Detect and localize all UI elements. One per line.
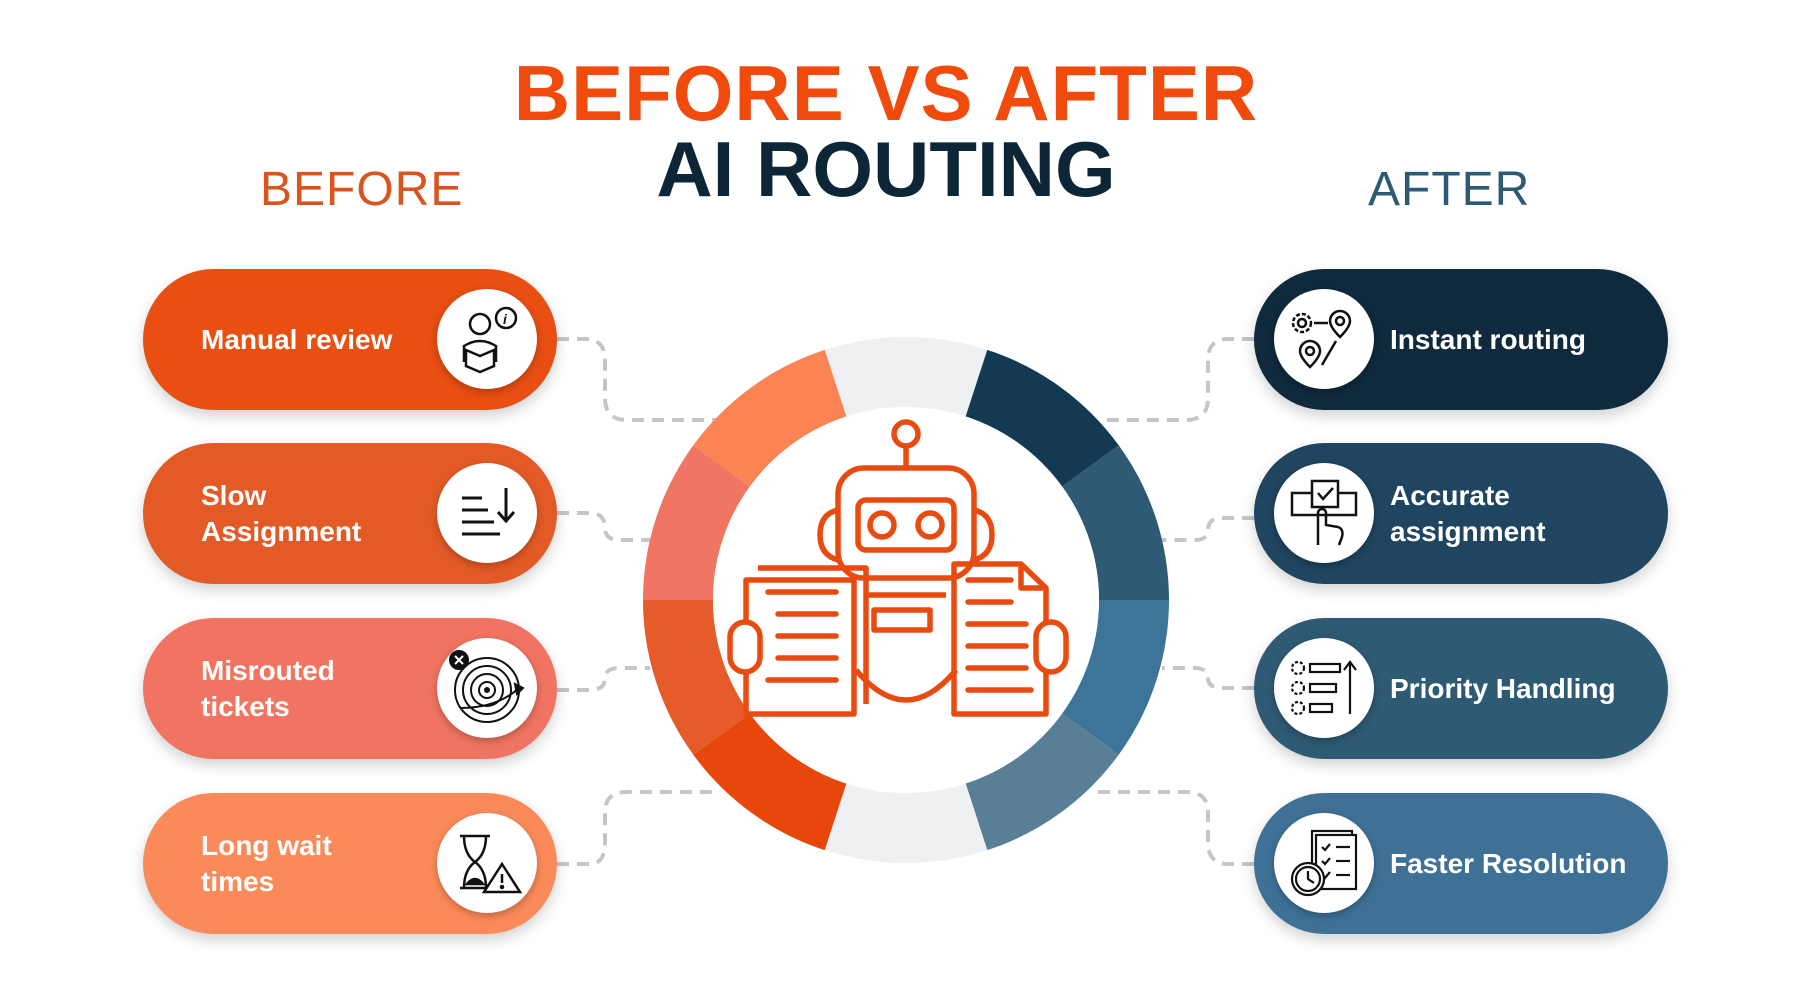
ring-segment [693,713,847,851]
after-heading: AFTER [1368,163,1531,216]
ring-segment [1062,600,1169,755]
clock-checklist-icon [1274,813,1374,913]
connector-line [557,666,650,692]
ring-segment [643,600,750,755]
before-item: Long wait times [143,793,557,934]
ring-segment [643,445,750,600]
hourglass-warning-icon [437,813,537,913]
title-line-1: BEFORE VS AFTER [513,49,1259,137]
connector-line [557,337,720,422]
priority-list-gears-icon [1274,638,1374,738]
connector-line [1100,337,1254,422]
after-item: Accurate assignment [1254,443,1668,584]
after-item: Faster Resolution [1254,793,1668,934]
item-label: Instant routing [1390,323,1586,355]
before-item: Slow Assignment [143,443,557,584]
sort-down-list-icon [437,463,537,563]
title-line-2: AI ROUTING [656,125,1116,213]
item-label: Long wait times [201,829,332,897]
item-label: Manual review [201,323,393,355]
reading-person-info-icon: i [437,289,537,389]
item-label: Accurate assignment [1390,479,1546,547]
ring-segment [1062,445,1169,600]
ring-segment [824,783,988,863]
before-heading: BEFORE [260,163,464,216]
svg-text:i: i [503,311,508,327]
item-label: Slow Assignment [201,479,362,547]
item-label: Misrouted tickets [201,654,335,722]
ring-segment [824,337,988,417]
ring-segment [693,349,847,487]
target-missed-icon [437,638,537,738]
before-item: Manual review i [143,269,557,410]
ring-segment [965,713,1119,851]
ring-center [713,407,1099,793]
ring-segment [965,349,1119,487]
connector-line [1162,666,1254,690]
item-label: Faster Resolution [1390,847,1627,879]
after-item: Priority Handling [1254,618,1668,759]
hand-checkbox-icon [1274,463,1374,563]
connector-line [1162,516,1254,542]
item-label: Priority Handling [1390,672,1616,704]
before-item: Misrouted tickets [143,618,557,759]
route-pins-gear-icon [1274,289,1374,389]
after-item: Instant routing [1254,269,1668,410]
